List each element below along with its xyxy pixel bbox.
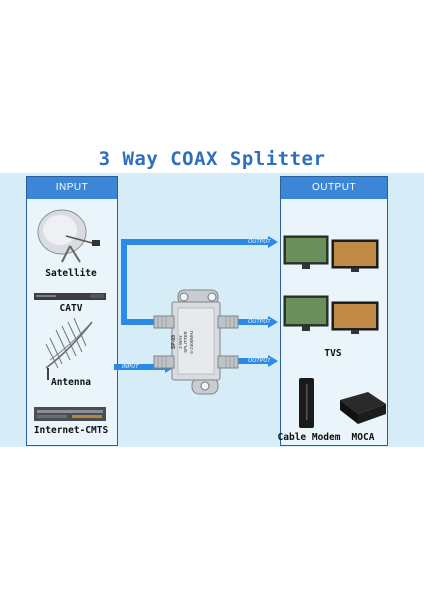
moca-box-icon — [340, 392, 386, 424]
cable-modem-icon — [299, 378, 314, 428]
input-header: INPUT — [27, 177, 117, 199]
splitter-label: SP-03 3 WAY SPLITTER 5-2400MHz — [171, 326, 220, 358]
device-label-cable-modem: Cable Modem — [277, 432, 341, 443]
output-arrow-1 — [121, 236, 278, 325]
tv-group — [283, 235, 379, 334]
output-arrow-3-label: OUTPUT — [248, 358, 271, 364]
yagi-antenna-icon — [45, 317, 93, 380]
source-label-satellite: Satellite — [45, 268, 97, 279]
page-title: 3 Way COAX Splitter — [98, 148, 326, 170]
tvs-label: TVS — [324, 348, 342, 359]
splitter-line-3: 5-2400MHz — [188, 330, 194, 354]
source-label-antenna: Antenna — [50, 377, 92, 388]
cmts-device-icon — [34, 407, 106, 421]
input-arrow-label: INPUT — [122, 364, 139, 370]
source-label-catv: CATV — [59, 303, 83, 314]
output-header: OUTPUT — [281, 177, 387, 199]
device-label-moca: MOCA — [351, 432, 375, 443]
tv-1 — [283, 235, 329, 269]
tv-2 — [331, 239, 379, 272]
satellite-dish-icon — [37, 209, 100, 263]
tv-3 — [283, 295, 329, 331]
splitter-device — [153, 289, 239, 395]
output-arrow-2-label: OUTPUT — [248, 319, 271, 325]
output-arrow-1-label: OUTPUT — [248, 239, 271, 245]
catv-rack-icon — [34, 293, 106, 300]
source-label-internet-cmts: Internet-CMTS — [33, 425, 109, 436]
tv-4 — [331, 301, 379, 334]
